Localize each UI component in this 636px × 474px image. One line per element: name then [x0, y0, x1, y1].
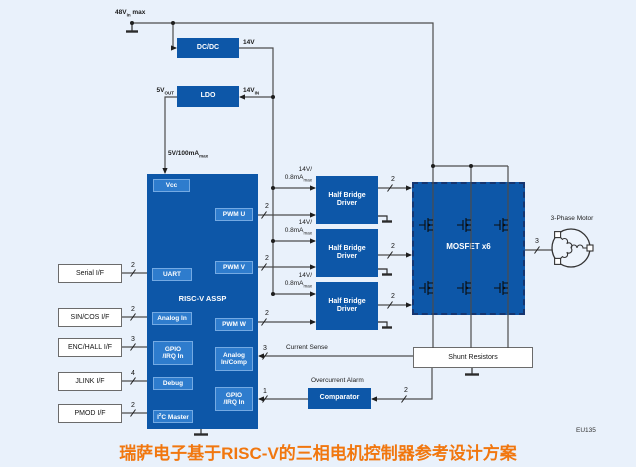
gpio-line1: GPIO: [164, 345, 182, 353]
pwm-u-label: PWM U: [222, 210, 246, 218]
gpio-line2: /IRQ In: [162, 353, 184, 360]
ldo-in-label: 14VIN: [243, 87, 260, 96]
current-sense-label: Current Sense: [286, 344, 328, 351]
hbd3-line2: Driver: [336, 306, 358, 313]
pwm-w-label: PWM W: [222, 320, 246, 328]
comparator-block: Comparator: [308, 388, 371, 409]
comparator-label: Comparator: [319, 394, 360, 402]
serial-if-label: Serial I/F: [75, 270, 104, 277]
ldo-out-label: 5VOUT: [156, 87, 174, 96]
hbd3-line1: Half Bridge: [328, 297, 366, 305]
gpio-irq-in2-block: GPIO /IRQ In: [215, 387, 253, 411]
pwm-u-block: PWM U: [215, 208, 253, 221]
pmod-if-label: PMOD I/F: [74, 410, 106, 417]
hbd2-line2: Driver: [336, 253, 358, 260]
gpio2-line2: /IRQ In: [223, 399, 245, 406]
gate-bus-width-2: 2: [391, 243, 395, 250]
sincos-if-block: SIN/COS I/F: [58, 308, 122, 327]
driver-supply-label-1: 14V/ 0.8mAmax: [284, 166, 312, 183]
current-sense-bus-width: 3: [263, 345, 267, 352]
gate-bus-width-3: 2: [391, 293, 395, 300]
dcdc-label: DC/DC: [196, 43, 220, 51]
i2c-master-block: I2C Master: [153, 410, 193, 423]
serial-bus-width: 2: [131, 262, 135, 269]
jlink-if-block: JLINK I/F: [58, 372, 122, 391]
i2c-label: I2C Master: [157, 411, 189, 421]
hbd1-line1: Half Bridge: [328, 191, 366, 199]
gpio2-line1: GPIO: [225, 391, 243, 399]
debug-label: Debug: [162, 379, 184, 387]
shunt-resistors-block: Shunt Resistors: [413, 347, 533, 368]
riscv-assp-title: RISC-V ASSP: [178, 294, 227, 303]
hbd2-line1: Half Bridge: [328, 244, 366, 252]
sincos-if-label: SIN/COS I/F: [70, 314, 110, 321]
alarm-bus-width: 1: [263, 388, 267, 395]
dcdc-out-label: 14V: [243, 39, 255, 46]
pwm-v-block: PWM V: [215, 261, 253, 274]
ldo-block: LDO: [177, 86, 239, 107]
diagram-caption: 瑞萨电子基于RISC-V的三相电机控制器参考设计方案: [119, 444, 517, 463]
debug-block: Debug: [153, 377, 193, 390]
vcc-label: Vcc: [165, 181, 178, 189]
pwm-v-label: PWM V: [222, 263, 246, 271]
shunt-resistors-label: Shunt Resistors: [448, 354, 498, 361]
uart-block: UART: [152, 268, 192, 281]
pwm-w-block: PWM W: [215, 318, 253, 331]
mosfet-x6-label: MOSFET x6: [446, 242, 491, 251]
overcurrent-alarm-label: Overcurrent Alarm: [311, 377, 364, 384]
mcu-supply-label: 5V/100mAmax: [168, 150, 209, 159]
jlink-bus-width: 4: [131, 370, 135, 377]
pmod-if-block: PMOD I/F: [58, 404, 122, 423]
ldo-label: LDO: [200, 92, 216, 100]
analog-in-block: Analog In: [152, 312, 192, 325]
analog-in-label: Analog In: [157, 314, 187, 322]
driver-supply-label-3: 14V/ 0.8mAmax: [284, 272, 312, 289]
motor-bus-width: 3: [535, 238, 539, 245]
analog-incomp-line1: Analog: [222, 351, 246, 359]
analog-incomp-block: Analog In/Comp: [215, 347, 253, 371]
enchall-if-block: ENC/HALL I/F: [58, 338, 122, 357]
shunt-bus-width: 2: [404, 387, 408, 394]
half-bridge-driver-2: Half Bridge Driver: [316, 229, 378, 277]
half-bridge-driver-3: Half Bridge Driver: [316, 282, 378, 330]
gpio-irq-in-block: GPIO /IRQ In: [153, 341, 193, 365]
enchall-if-label: ENC/HALL I/F: [67, 344, 113, 351]
pwm-v-bus-width: 2: [265, 255, 269, 262]
figure-code: EU135: [576, 427, 596, 434]
motor-label: 3-Phase Motor: [550, 215, 594, 222]
jlink-if-label: JLINK I/F: [75, 378, 105, 385]
serial-if-block: Serial I/F: [58, 264, 122, 283]
gate-bus-width-1: 2: [391, 176, 395, 183]
dcdc-block: DC/DC: [177, 38, 239, 58]
sincos-bus-width: 2: [131, 306, 135, 313]
driver-supply-label-2: 14V/ 0.8mAmax: [284, 219, 312, 236]
vcc-block: Vcc: [153, 179, 190, 192]
enchall-bus-width: 3: [131, 336, 135, 343]
rail-48v-label: 48Vin max: [115, 9, 146, 18]
pwm-u-bus-width: 2: [265, 203, 269, 210]
hbd1-line2: Driver: [336, 200, 358, 207]
half-bridge-driver-1: Half Bridge Driver: [316, 176, 378, 224]
pwm-w-bus-width: 2: [265, 310, 269, 317]
analog-incomp-line2: In/Comp: [221, 359, 247, 366]
uart-label: UART: [162, 270, 182, 278]
pmod-bus-width: 2: [131, 402, 135, 409]
